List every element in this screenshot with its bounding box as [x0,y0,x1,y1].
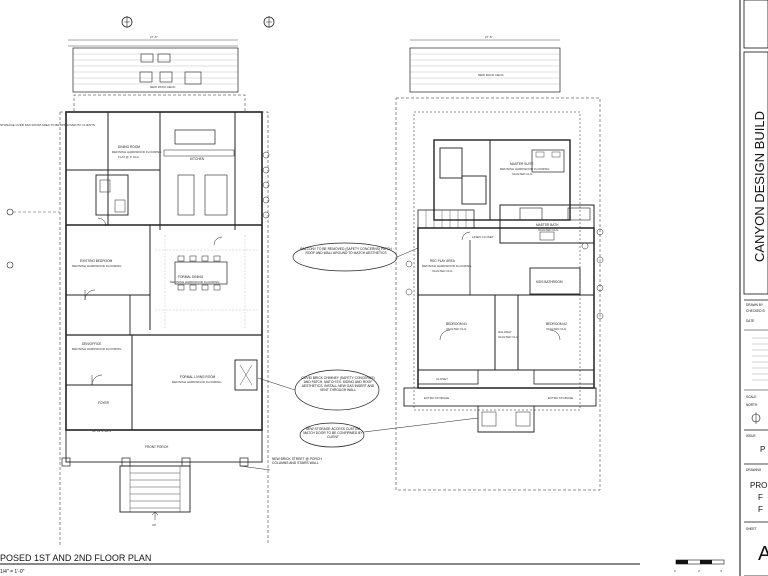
ff-room-bedroom: EXISTING BEDROOM [80,259,113,263]
svg-text:VAULTED CLG: VAULTED CLG [432,269,453,273]
svg-text:VAULTED CLG: VAULTED CLG [546,327,567,331]
svg-text:REFINISH HARDWOOD FLOORING: REFINISH HARDWOOD FLOORING [500,167,550,171]
svg-text:2': 2' [698,569,701,573]
svg-text:REFINISH HARDWOOD FLOORING: REFINISH HARDWOOD FLOORING [422,264,472,268]
sf-room-master: MASTER SUITE [510,162,534,166]
sf-room-hallway: HALLWAY [498,330,512,334]
callout-balcony: BALCONY TO BE REMOVED (SAFETY CONCERNS) … [300,247,392,255]
north-label: NORTH [746,403,758,407]
checked-by: CHECKED B [746,309,765,313]
sf-room-kids-bath: KIDS BATHROOM [536,280,563,284]
first-floor-room-labels: DINING ROOM REFINISH HARDWOOD FLOORING F… [72,145,222,449]
ff-room-living: FORMAL LIVING ROOM [180,375,216,379]
svg-text:REFINISH HARDWOOD FLOORING: REFINISH HARDWOOD FLOORING [112,150,162,154]
svg-text:4': 4' [720,569,723,573]
sf-room-linen: LINEN CLOSET [472,235,494,239]
sheet-value: A [758,543,768,565]
sf-roof-deck: NEW ROOF DECK [478,73,504,77]
north-arrow-icon [121,16,275,28]
ff-up-steps: UP 12 STEPS [92,429,111,433]
ff-room-foyer: FOYER [98,401,110,405]
ff-up-label: UP [152,523,156,527]
callout-chimney: COVID BRICK CHIMNEY (SAFETY CONCERNS) AN… [301,376,375,392]
sf-room-storage-1: EXTRA STORAGE [424,396,449,400]
ff-room-dining: DINING ROOM [118,145,140,149]
sheet-label: SHEET [746,527,757,531]
svg-text:0: 0 [674,569,676,573]
scale-bar: 0 2' 4' [674,559,725,573]
svg-text:VAULTED CLG: VAULTED CLG [512,172,533,176]
svg-text:REFINISH HARDWOOD FLOORING: REFINISH HARDWOOD FLOORING [172,380,222,384]
drawing-label: DRAWING [746,468,762,472]
drawing-title-block: POSED 1ST AND 2ND FLOOR PLAN 1/4" = 1'-0… [0,553,725,575]
callout-storage: NEW STORAGE ACCESS CUSTOM MATCH DOOR TO … [303,427,363,439]
ff-room-porch: FRONT PORCH [145,445,169,449]
date-label: DATE [746,319,754,323]
sf-room-bed1: BEDROOM #1 [446,322,467,326]
first-floor-plan: 27'-6" NEW PATIO DECK [6,16,275,545]
company-name: CANYON DESIGN BUILD [752,111,767,262]
title-block-texts: CANYON DESIGN BUILD DRAWN BY CHECKED B D… [746,111,768,565]
ff-top-dim: 27'-6" [150,35,158,39]
title-block [739,0,768,576]
svg-text:VAULTED CLG: VAULTED CLG [538,228,559,232]
svg-text:REFINISH HARDWOOD FLOORING: REFINISH HARDWOOD FLOORING [72,264,122,268]
sf-room-storage-2: EXTRA STORAGE [548,396,573,400]
ff-room-kitchen: KITCHEN [190,157,205,161]
drawn-by: DRAWN BY [746,303,764,307]
sf-room-bed2: BEDROOM #2 [546,322,567,326]
callouts [239,242,479,471]
callout-porch: NEW BRICK STREET @ PORCH COLUMNS AND STA… [272,457,322,465]
ff-patio-note: NEW PATIO DECK [150,85,176,89]
ff-room-den: DEN/OFFICE [82,342,101,346]
title-north-arrow-icon [751,412,761,424]
svg-text:VAULTED CLG: VAULTED CLG [498,335,519,339]
svg-text:VAULTED CLG: VAULTED CLG [446,327,467,331]
second-floor-room-labels: MASTER SUITE REFINISH HARDWOOD FLOORING … [422,162,573,400]
sf-top-dim: 27'-6" [485,35,493,39]
sf-room-closet: CLOSET [436,377,448,381]
svg-text:REFINISH HARDWOOD FLOORING: REFINISH HARDWOOD FLOORING [72,347,122,351]
svg-text:REFINISH HARDWOOD FLOORING: REFINISH HARDWOOD FLOORING [170,280,220,284]
drawing-line-3: F [758,505,763,514]
scale-label: SCALE [746,395,756,399]
issue-value: P [760,445,765,454]
second-floor-plan: 27'-6" NEW ROOF DECK [395,35,604,491]
drawing-line-1: PRO [750,481,767,490]
sf-room-master-bath: MASTER BATH [536,223,559,227]
ff-storage-note: STORAGE OVER PAD ROOM AREA TO BE APPROVE… [0,123,95,127]
drawing-line-2: F [758,493,763,502]
callout-texts: BALCONY TO BE REMOVED (SAFETY CONCERNS) … [272,247,392,465]
drawing-scale: 1/4" = 1'-0" [0,569,25,575]
ff-room-formal-dining: FORMAL DINING [178,275,204,279]
sf-room-rec: REC PLAY AREA [430,259,456,263]
drawing-title: POSED 1ST AND 2ND FLOOR PLAN [0,553,151,563]
svg-text:FLAT @ 9' CLG: FLAT @ 9' CLG [118,155,140,159]
issue-label: ISSUE [746,434,756,438]
